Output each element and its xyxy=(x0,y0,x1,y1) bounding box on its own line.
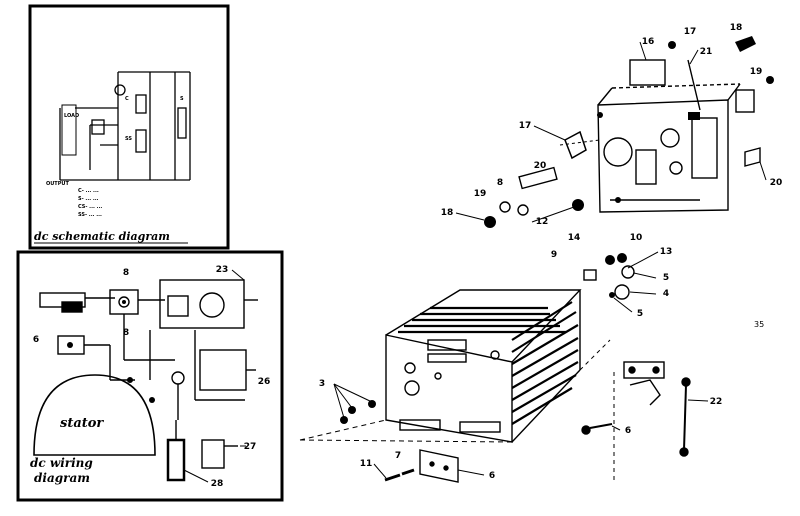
exploded-view: 16 17 18 21 19 17 20 20 8 19 18 12 14 10… xyxy=(299,23,783,483)
schematic-caption: dc schematic diagram xyxy=(34,230,170,243)
legend-line: C- ... ... xyxy=(78,188,99,194)
callout-number: 20 xyxy=(534,161,547,171)
callout-number: 14 xyxy=(568,233,581,243)
schematic-tiny-label: OUTPUT xyxy=(46,181,69,187)
callout-number: 16 xyxy=(642,37,655,47)
callout-number: 8 xyxy=(123,268,129,278)
callout-number: 6 xyxy=(489,471,495,481)
leader-lines xyxy=(373,41,767,479)
page-number: 35 xyxy=(754,320,764,329)
control-panel-assembly xyxy=(597,59,761,213)
callout-number: 4 xyxy=(663,289,669,299)
callout-number: 11 xyxy=(360,459,373,469)
legend-line: S- ... ... xyxy=(78,196,99,202)
callout-number: 17 xyxy=(519,121,532,131)
nut-part xyxy=(668,41,676,49)
washer-part xyxy=(517,204,529,216)
screw-dot xyxy=(615,197,621,203)
fuse-part xyxy=(735,36,756,52)
callout-number: 6 xyxy=(625,426,631,436)
screw-dot xyxy=(597,112,603,118)
callout-number: 13 xyxy=(660,247,673,257)
wiring-panel: 8 23 6 8 26 27 28 stator dc wiring diagr… xyxy=(16,250,284,502)
wiring-caption-line1: dc wiring xyxy=(30,456,93,470)
callout-number: 9 xyxy=(551,250,557,260)
callout-number: 8 xyxy=(497,178,503,188)
capacitor-part xyxy=(518,166,558,190)
callout-number: 28 xyxy=(211,479,224,489)
callout-number: 19 xyxy=(474,189,487,199)
terminal-dot xyxy=(67,342,73,348)
nut-part xyxy=(766,76,774,84)
bracket-part xyxy=(564,130,587,160)
callout-number: 7 xyxy=(395,451,401,461)
callout-number: 5 xyxy=(663,273,669,283)
callout-number: 26 xyxy=(258,377,271,387)
washer-part xyxy=(499,201,511,213)
right-small-parts xyxy=(581,361,691,480)
callout-number: 19 xyxy=(750,67,763,77)
schematic-panel: LOAD OUTPUT C SS S C- ... ... S- ... ...… xyxy=(28,4,230,250)
schematic-circuit xyxy=(59,71,191,181)
schematic-tiny-label: SS xyxy=(125,136,132,142)
terminal-block xyxy=(384,449,459,483)
callout-number: 21 xyxy=(700,47,713,57)
mid-small-parts xyxy=(583,253,635,300)
nut-part xyxy=(484,216,496,228)
wiring-lines xyxy=(33,279,258,482)
schematic-tiny-label: C xyxy=(125,96,129,102)
terminal-dot xyxy=(122,300,126,304)
callout-number: 10 xyxy=(630,233,643,243)
terminal-dot xyxy=(127,377,133,383)
component-dark xyxy=(688,112,700,120)
callout-number: 23 xyxy=(216,265,229,275)
schematic-tiny-label: S xyxy=(180,96,184,102)
callout-number: 17 xyxy=(684,27,697,37)
callout-number: 18 xyxy=(441,208,454,218)
callout-number: 3 xyxy=(319,379,325,389)
callout-number: 20 xyxy=(770,178,783,188)
legend-line: SS- ... ... xyxy=(78,212,102,218)
schematic-frame xyxy=(28,4,230,250)
callout-number: 27 xyxy=(244,442,257,452)
legend-line: CS- ... ... xyxy=(78,204,102,210)
wiring-frame xyxy=(16,250,284,502)
callout-number: 12 xyxy=(536,217,549,227)
terminal-dot xyxy=(149,397,155,403)
screw-cluster xyxy=(333,383,376,424)
schematic-tiny-label: LOAD xyxy=(64,113,79,119)
callout-number: 22 xyxy=(710,397,723,407)
callout-number: 8 xyxy=(123,328,129,338)
callout-number: 18 xyxy=(730,23,743,33)
callout-number: 6 xyxy=(33,335,39,345)
stator-label: stator xyxy=(60,416,104,431)
wiring-caption-line2: diagram xyxy=(34,471,90,485)
main-chassis xyxy=(385,289,582,443)
callout-number: 5 xyxy=(637,309,643,319)
schematic-legend: C- ... ... S- ... ... CS- ... ... SS- ..… xyxy=(78,188,102,218)
nut-part xyxy=(572,199,584,211)
